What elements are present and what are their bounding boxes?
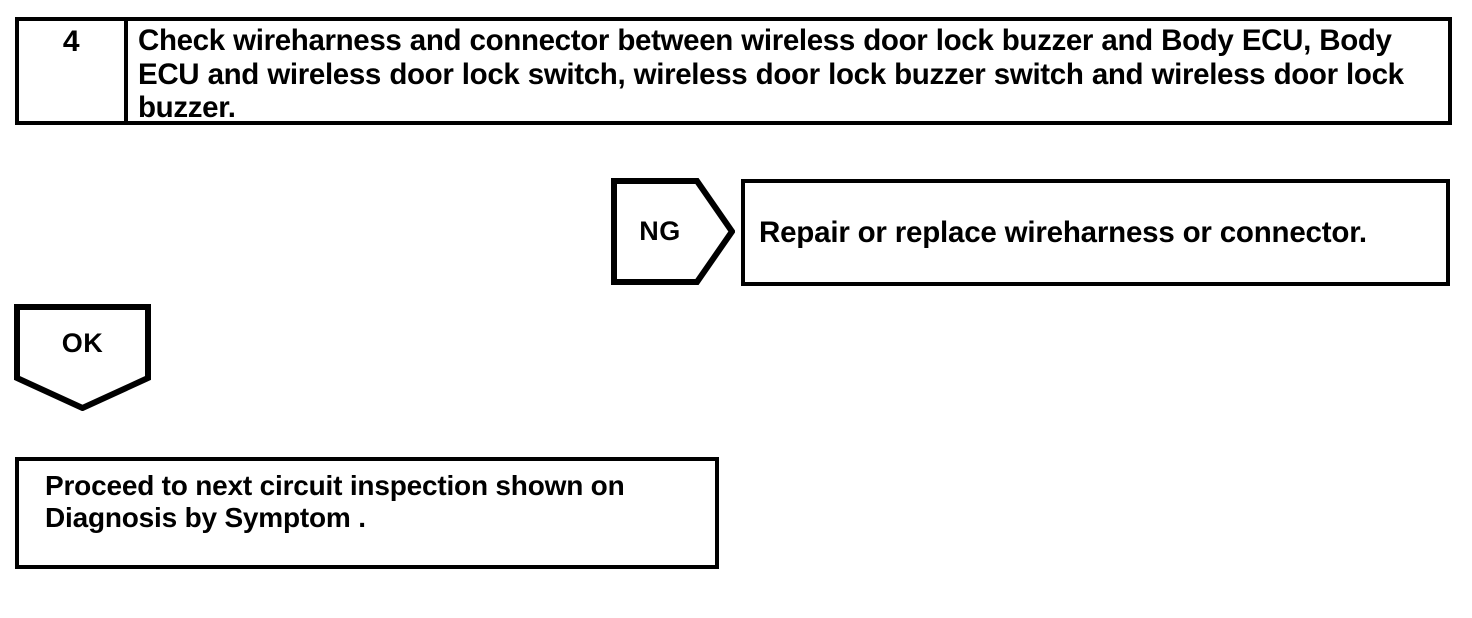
ng-pentagon-icon xyxy=(611,178,735,285)
step-instruction-cell: Check wireharness and connector between … xyxy=(128,21,1448,124)
step-number-cell: 4 xyxy=(19,21,128,121)
step-row-table: 4 Check wireharness and connector betwee… xyxy=(15,17,1452,125)
ok-branch-marker: OK xyxy=(14,304,151,411)
proceed-result-text: Proceed to next circuit inspection shown… xyxy=(45,470,625,533)
ok-label: OK xyxy=(61,327,104,358)
ok-pentagon-icon xyxy=(14,304,151,411)
repair-result-text: Repair or replace wireharness or connect… xyxy=(759,216,1367,249)
step-instruction-text: Check wireharness and connector between … xyxy=(138,24,1404,124)
ng-branch-marker: NG xyxy=(611,178,735,285)
step-number: 4 xyxy=(62,25,81,58)
repair-result-box: Repair or replace wireharness or connect… xyxy=(741,179,1450,286)
ng-label: NG xyxy=(639,216,681,246)
proceed-result-box: Proceed to next circuit inspection shown… xyxy=(15,457,719,569)
